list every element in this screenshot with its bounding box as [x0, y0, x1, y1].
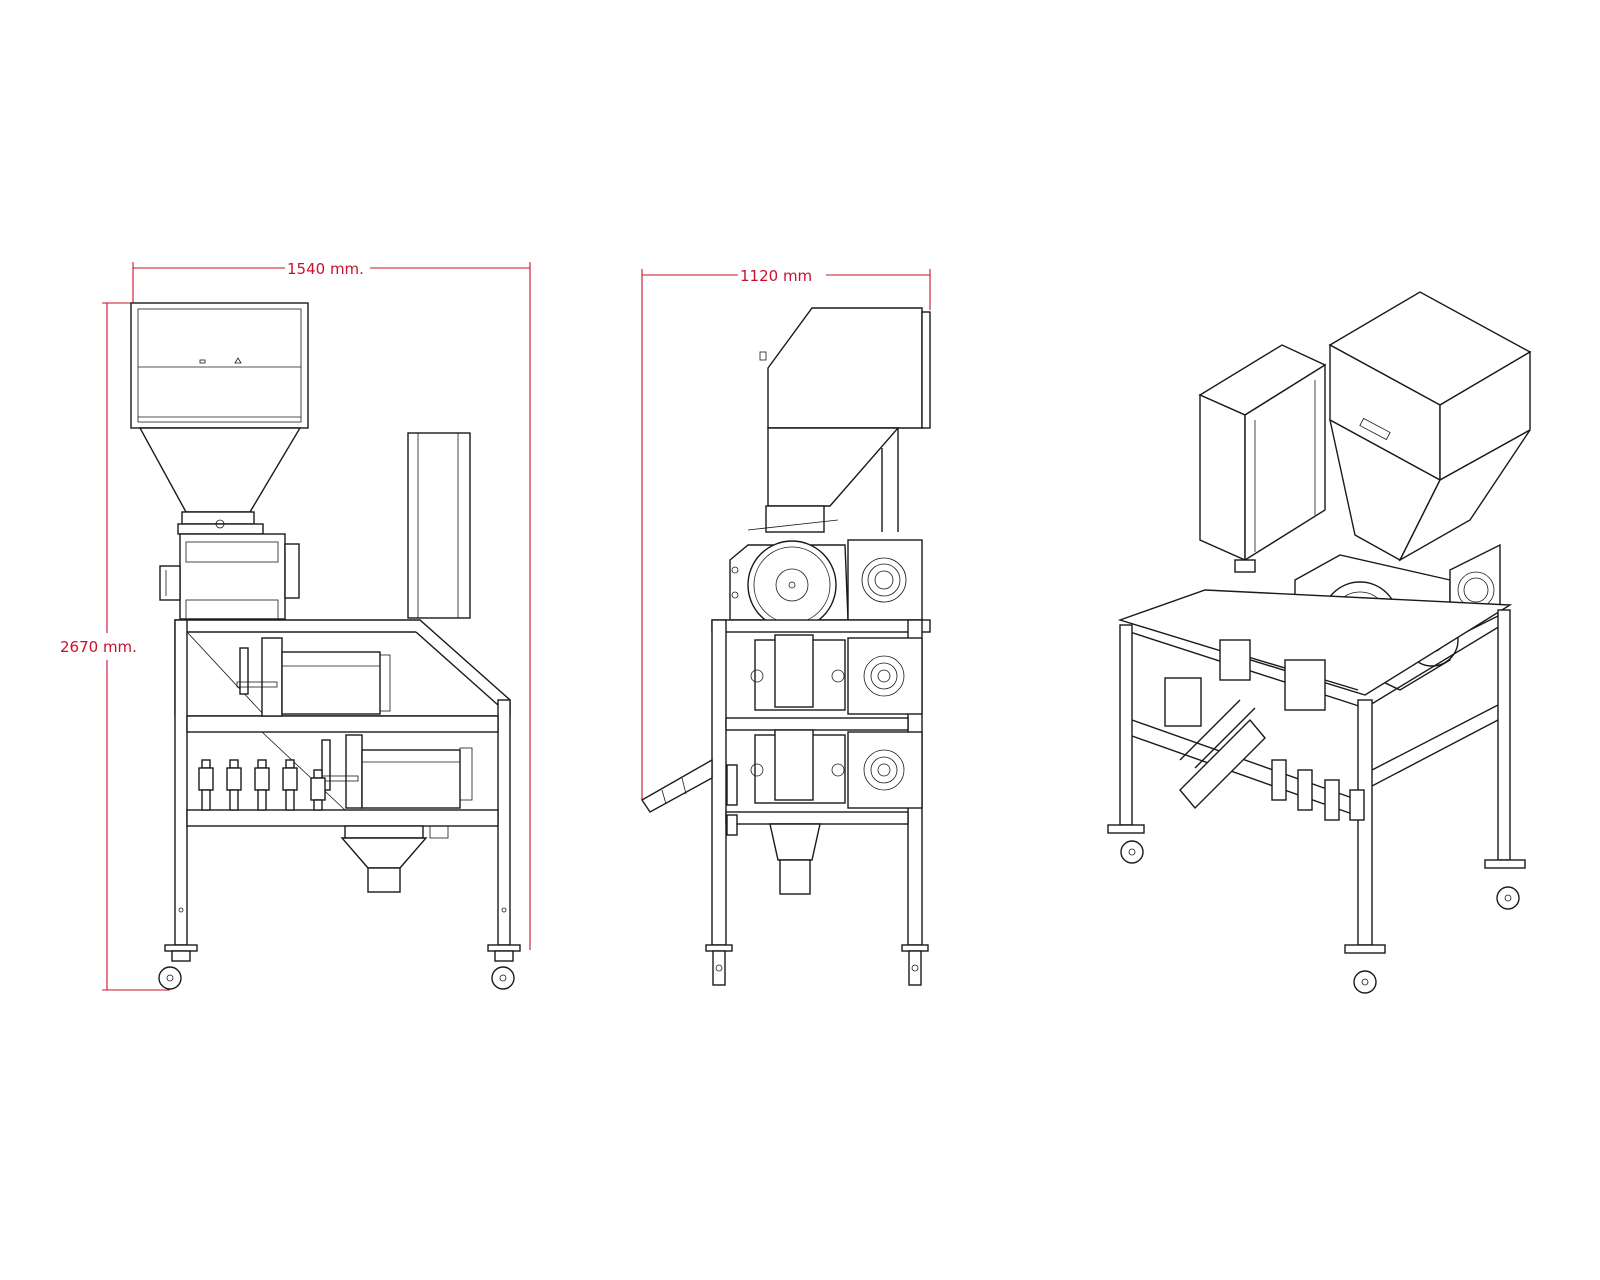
iso-control-cabinet [1198, 344, 1327, 573]
iso-valves [1271, 759, 1365, 821]
side-view: 1120 mm [641, 267, 931, 986]
height-dimension: 2670 mm. [60, 302, 170, 991]
side-motor-1 [750, 634, 923, 715]
hopper-box [130, 302, 309, 429]
discharge-outlet [340, 825, 449, 893]
caster-left [158, 944, 198, 990]
grinder-body [159, 533, 300, 620]
iso-caster-3 [1484, 859, 1526, 910]
motor-lower [317, 734, 473, 809]
height-dimension-label: 2670 mm. [60, 638, 137, 656]
depth-dimension: 1120 mm [641, 267, 931, 800]
iso-motors [1164, 639, 1326, 727]
width-dimension-label: 1540 mm. [287, 260, 364, 278]
side-caster-left [705, 944, 733, 986]
motor-upper [236, 637, 391, 717]
iso-caster-1 [1107, 824, 1145, 864]
depth-dimension-label: 1120 mm [740, 267, 812, 285]
front-view: 1540 mm. 2670 mm. [60, 260, 531, 991]
isometric-view [1107, 291, 1532, 994]
iso-hopper [1328, 291, 1532, 562]
width-dimension: 1540 mm. [132, 260, 531, 950]
side-chute [641, 758, 713, 813]
side-caster-right [901, 944, 929, 986]
control-cabinet [407, 432, 471, 619]
hopper-funnel [138, 427, 302, 513]
valve-row [198, 759, 326, 811]
side-grinder [729, 539, 923, 630]
iso-frame [1117, 589, 1513, 946]
side-outlet [769, 823, 821, 861]
side-motor-2 [750, 729, 923, 809]
iso-chute [1179, 718, 1266, 810]
caster-right [487, 944, 521, 990]
iso-caster-2 [1344, 944, 1386, 994]
side-hopper [759, 307, 931, 532]
